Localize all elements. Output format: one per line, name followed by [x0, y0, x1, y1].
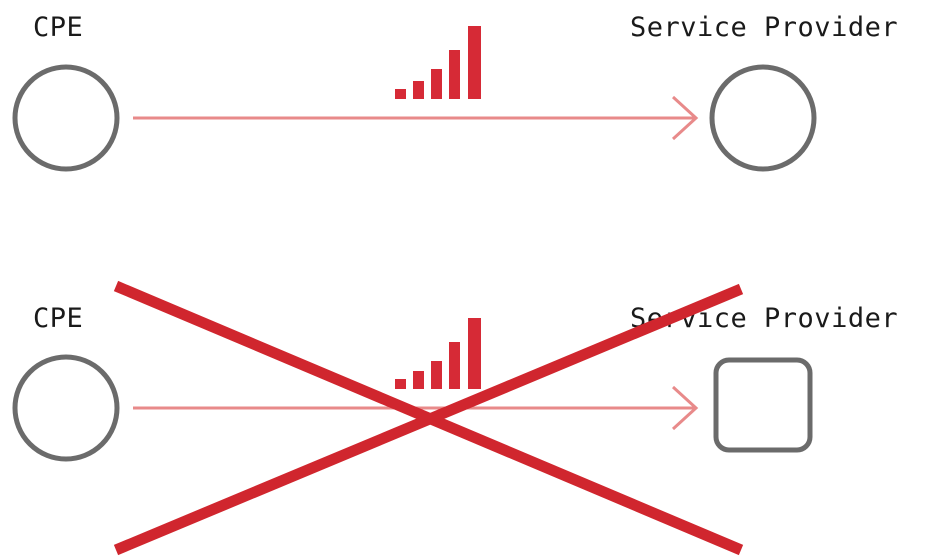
cpe-node	[12, 64, 120, 172]
service-provider-node	[709, 64, 817, 172]
cross-out-icon	[113, 280, 744, 556]
cpe-label: CPE	[33, 12, 84, 43]
signal-strength-icon	[395, 26, 481, 99]
scenario-allowed	[12, 26, 817, 172]
signal-strength-icon	[395, 318, 481, 389]
cpe-label: CPE	[33, 303, 84, 334]
cpe-node	[12, 354, 120, 462]
service-provider-label: Service Provider	[630, 12, 899, 43]
service-provider-square-node	[713, 357, 813, 453]
scenario-rejected	[12, 280, 813, 556]
arrow-right-icon	[133, 95, 699, 141]
